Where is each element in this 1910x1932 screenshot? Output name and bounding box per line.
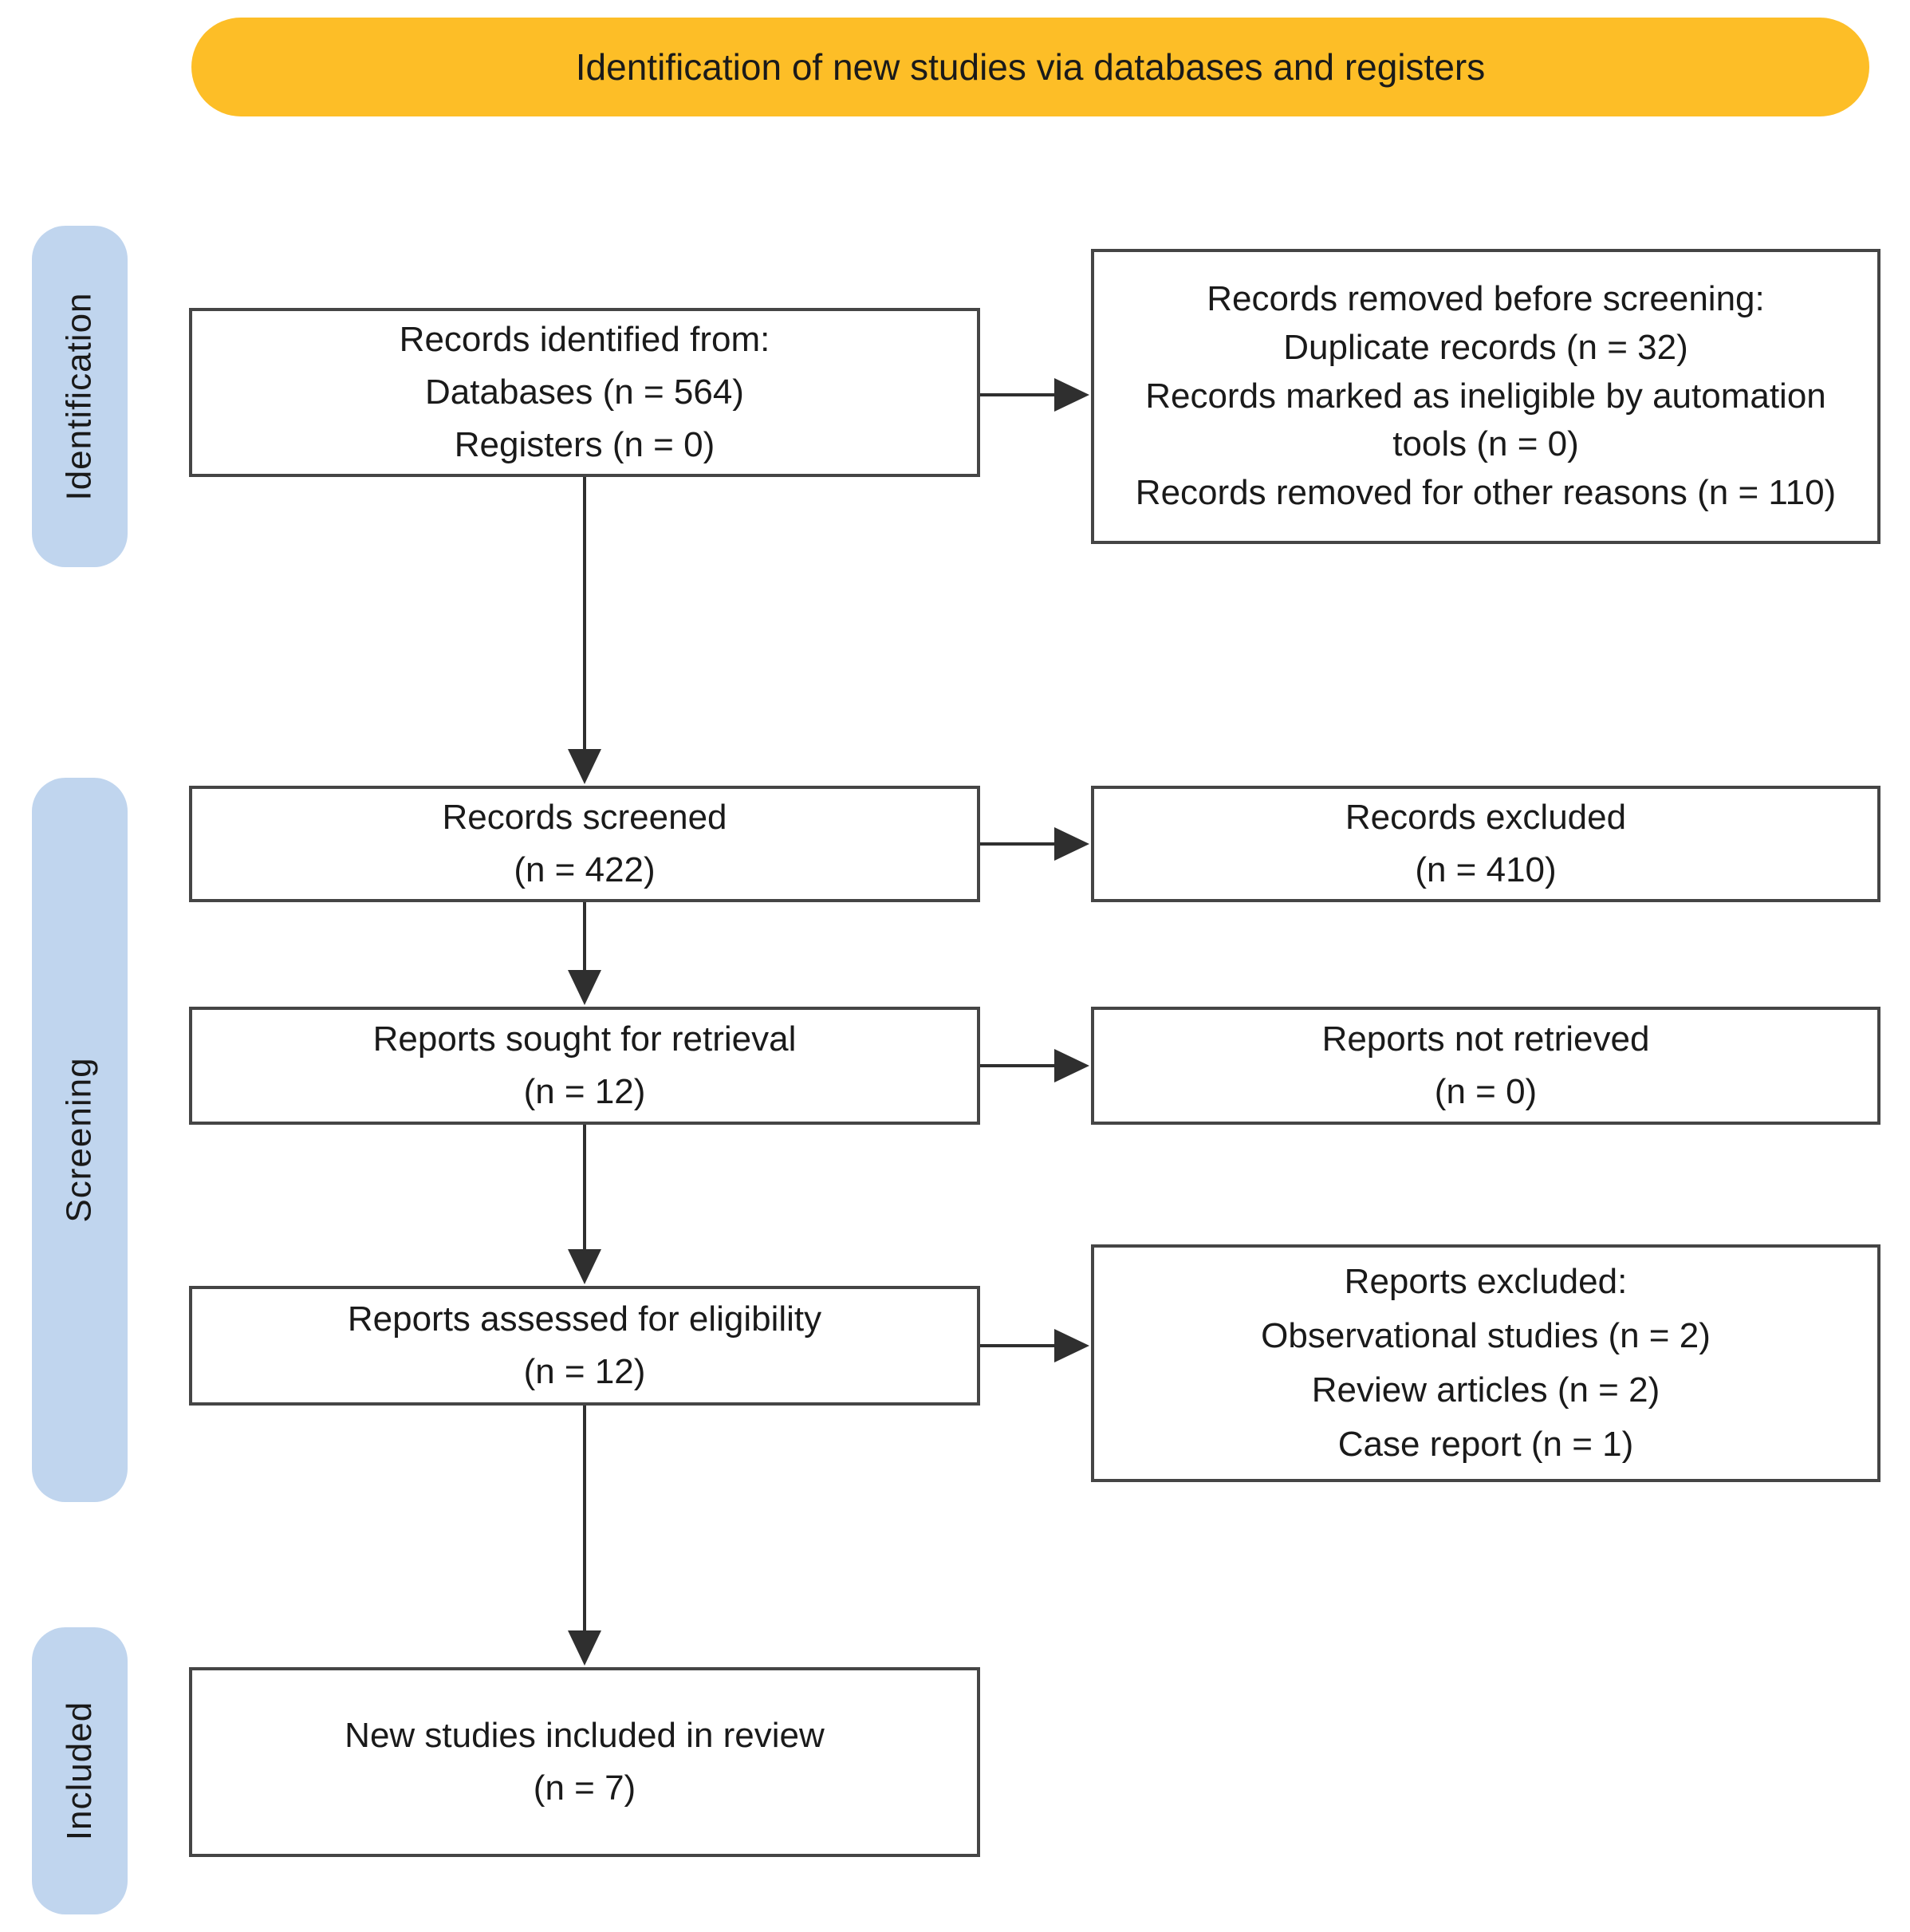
box-text-line: (n = 12) — [523, 1072, 646, 1111]
box-text-line: Records removed for other reasons (n = 1… — [1135, 473, 1837, 513]
box-text-line: Observational studies (n = 2) — [1261, 1315, 1711, 1355]
box-text-line: Case report (n = 1) — [1337, 1425, 1634, 1465]
arrow-screened-to-sought — [568, 902, 601, 1005]
box-text-line: Records identified from: — [399, 320, 770, 359]
box-reports-assessed-for-eligibility: Reports assessed for eligibility (n = 12) — [189, 1286, 980, 1406]
box-new-studies-included: New studies included in review (n = 7) — [189, 1667, 980, 1857]
stage-label-included-text: Included — [60, 1701, 100, 1841]
diagram-title-banner: Identification of new studies via databa… — [191, 18, 1869, 116]
box-text-line: Reports assessed for eligibility — [347, 1299, 822, 1339]
box-text-line: (n = 410) — [1415, 850, 1557, 889]
box-text-line: Databases (n = 564) — [425, 373, 744, 412]
box-records-screened: Records screened (n = 422) — [189, 786, 980, 902]
arrow-sought-to-assessed — [568, 1125, 601, 1284]
box-text-line: Review articles (n = 2) — [1311, 1370, 1660, 1410]
box-text-line: Records removed before screening: — [1207, 279, 1765, 319]
box-text-line: (n = 7) — [533, 1768, 636, 1808]
arrow-identified-to-screened — [568, 477, 601, 784]
box-records-excluded: Records excluded (n = 410) — [1091, 786, 1880, 902]
box-text-line: Records marked as ineligible by automati… — [1145, 376, 1826, 464]
arrow-identified-to-removed — [980, 378, 1089, 412]
box-text-line: (n = 12) — [523, 1352, 646, 1391]
arrow-sought-to-not-retrieved — [980, 1049, 1089, 1082]
box-text-line: Records screened — [442, 798, 727, 837]
stage-label-included: Included — [32, 1627, 128, 1914]
box-text-line: Records excluded — [1345, 798, 1627, 837]
box-text-line: Duplicate records (n = 32) — [1283, 327, 1688, 367]
stage-label-identification-text: Identification — [60, 292, 99, 501]
box-text-line: Reports sought for retrieval — [372, 1019, 797, 1059]
arrow-screened-to-excluded — [980, 827, 1089, 861]
stage-label-identification: Identification — [32, 226, 128, 567]
box-reports-excluded: Reports excluded: Observational studies (… — [1091, 1244, 1880, 1482]
box-text-line: Reports not retrieved — [1321, 1019, 1650, 1059]
box-text-line: New studies included in review — [345, 1716, 825, 1755]
box-text-line: Registers (n = 0) — [454, 425, 715, 464]
stage-label-screening: Screening — [32, 778, 128, 1502]
box-text-line: (n = 0) — [1434, 1072, 1538, 1111]
box-text-line: (n = 422) — [514, 850, 656, 889]
arrow-assessed-to-reports-excluded — [980, 1329, 1089, 1362]
box-reports-not-retrieved: Reports not retrieved (n = 0) — [1091, 1007, 1880, 1125]
box-reports-sought-for-retrieval: Reports sought for retrieval (n = 12) — [189, 1007, 980, 1125]
box-records-identified: Records identified from: Databases (n = 5… — [189, 308, 980, 477]
arrow-assessed-to-new-studies — [568, 1406, 601, 1666]
box-records-removed-before-screening: Records removed before screening: Duplica… — [1091, 249, 1880, 544]
stage-label-screening-text: Screening — [60, 1057, 100, 1223]
box-text-line: Reports excluded: — [1344, 1261, 1628, 1301]
